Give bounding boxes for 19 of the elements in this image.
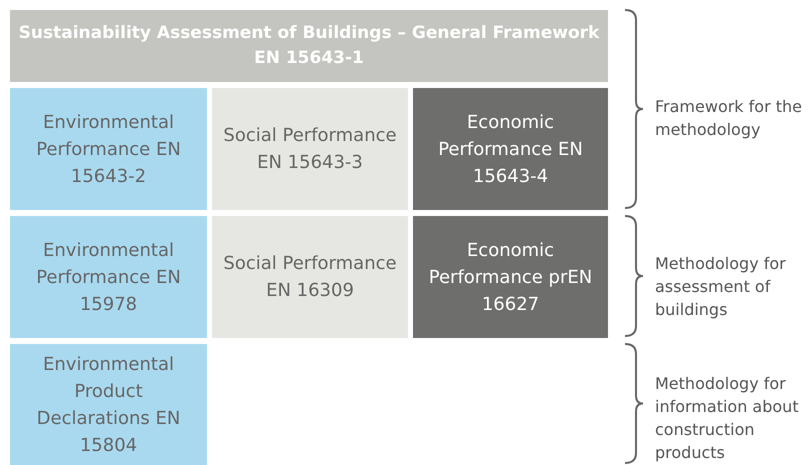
standard-text: Social Performance EN 16309 (222, 252, 398, 303)
standard-box (212, 88, 408, 210)
standard-text: Economic Performance prEN 16627 (428, 238, 594, 316)
standard-box (413, 88, 608, 210)
standard-text: Social Performance EN 15643-3 (222, 124, 398, 175)
brace-label: Framework for the methodology (655, 96, 803, 141)
standard-box (10, 216, 207, 338)
brace-label: Methodology for assessment of buildings (655, 253, 787, 321)
standard-box (10, 344, 207, 465)
header-box (10, 10, 608, 82)
standard-text: Environmental Product Declarations EN 15804 (36, 352, 182, 458)
brace-label: Methodology for information about construction products (655, 373, 800, 464)
standard-box (212, 216, 408, 338)
standard-text: Environmental Performance EN 15978 (35, 238, 182, 316)
standard-box (413, 216, 608, 338)
standard-text: Economic Performance EN 15643-4 (437, 110, 584, 188)
standard-box (10, 88, 207, 210)
header-text: Sustainability Assessment of Buildings – General Framework EN 15643-1 (18, 22, 600, 70)
standard-text: Environmental Performance EN 15643-2 (35, 110, 182, 188)
